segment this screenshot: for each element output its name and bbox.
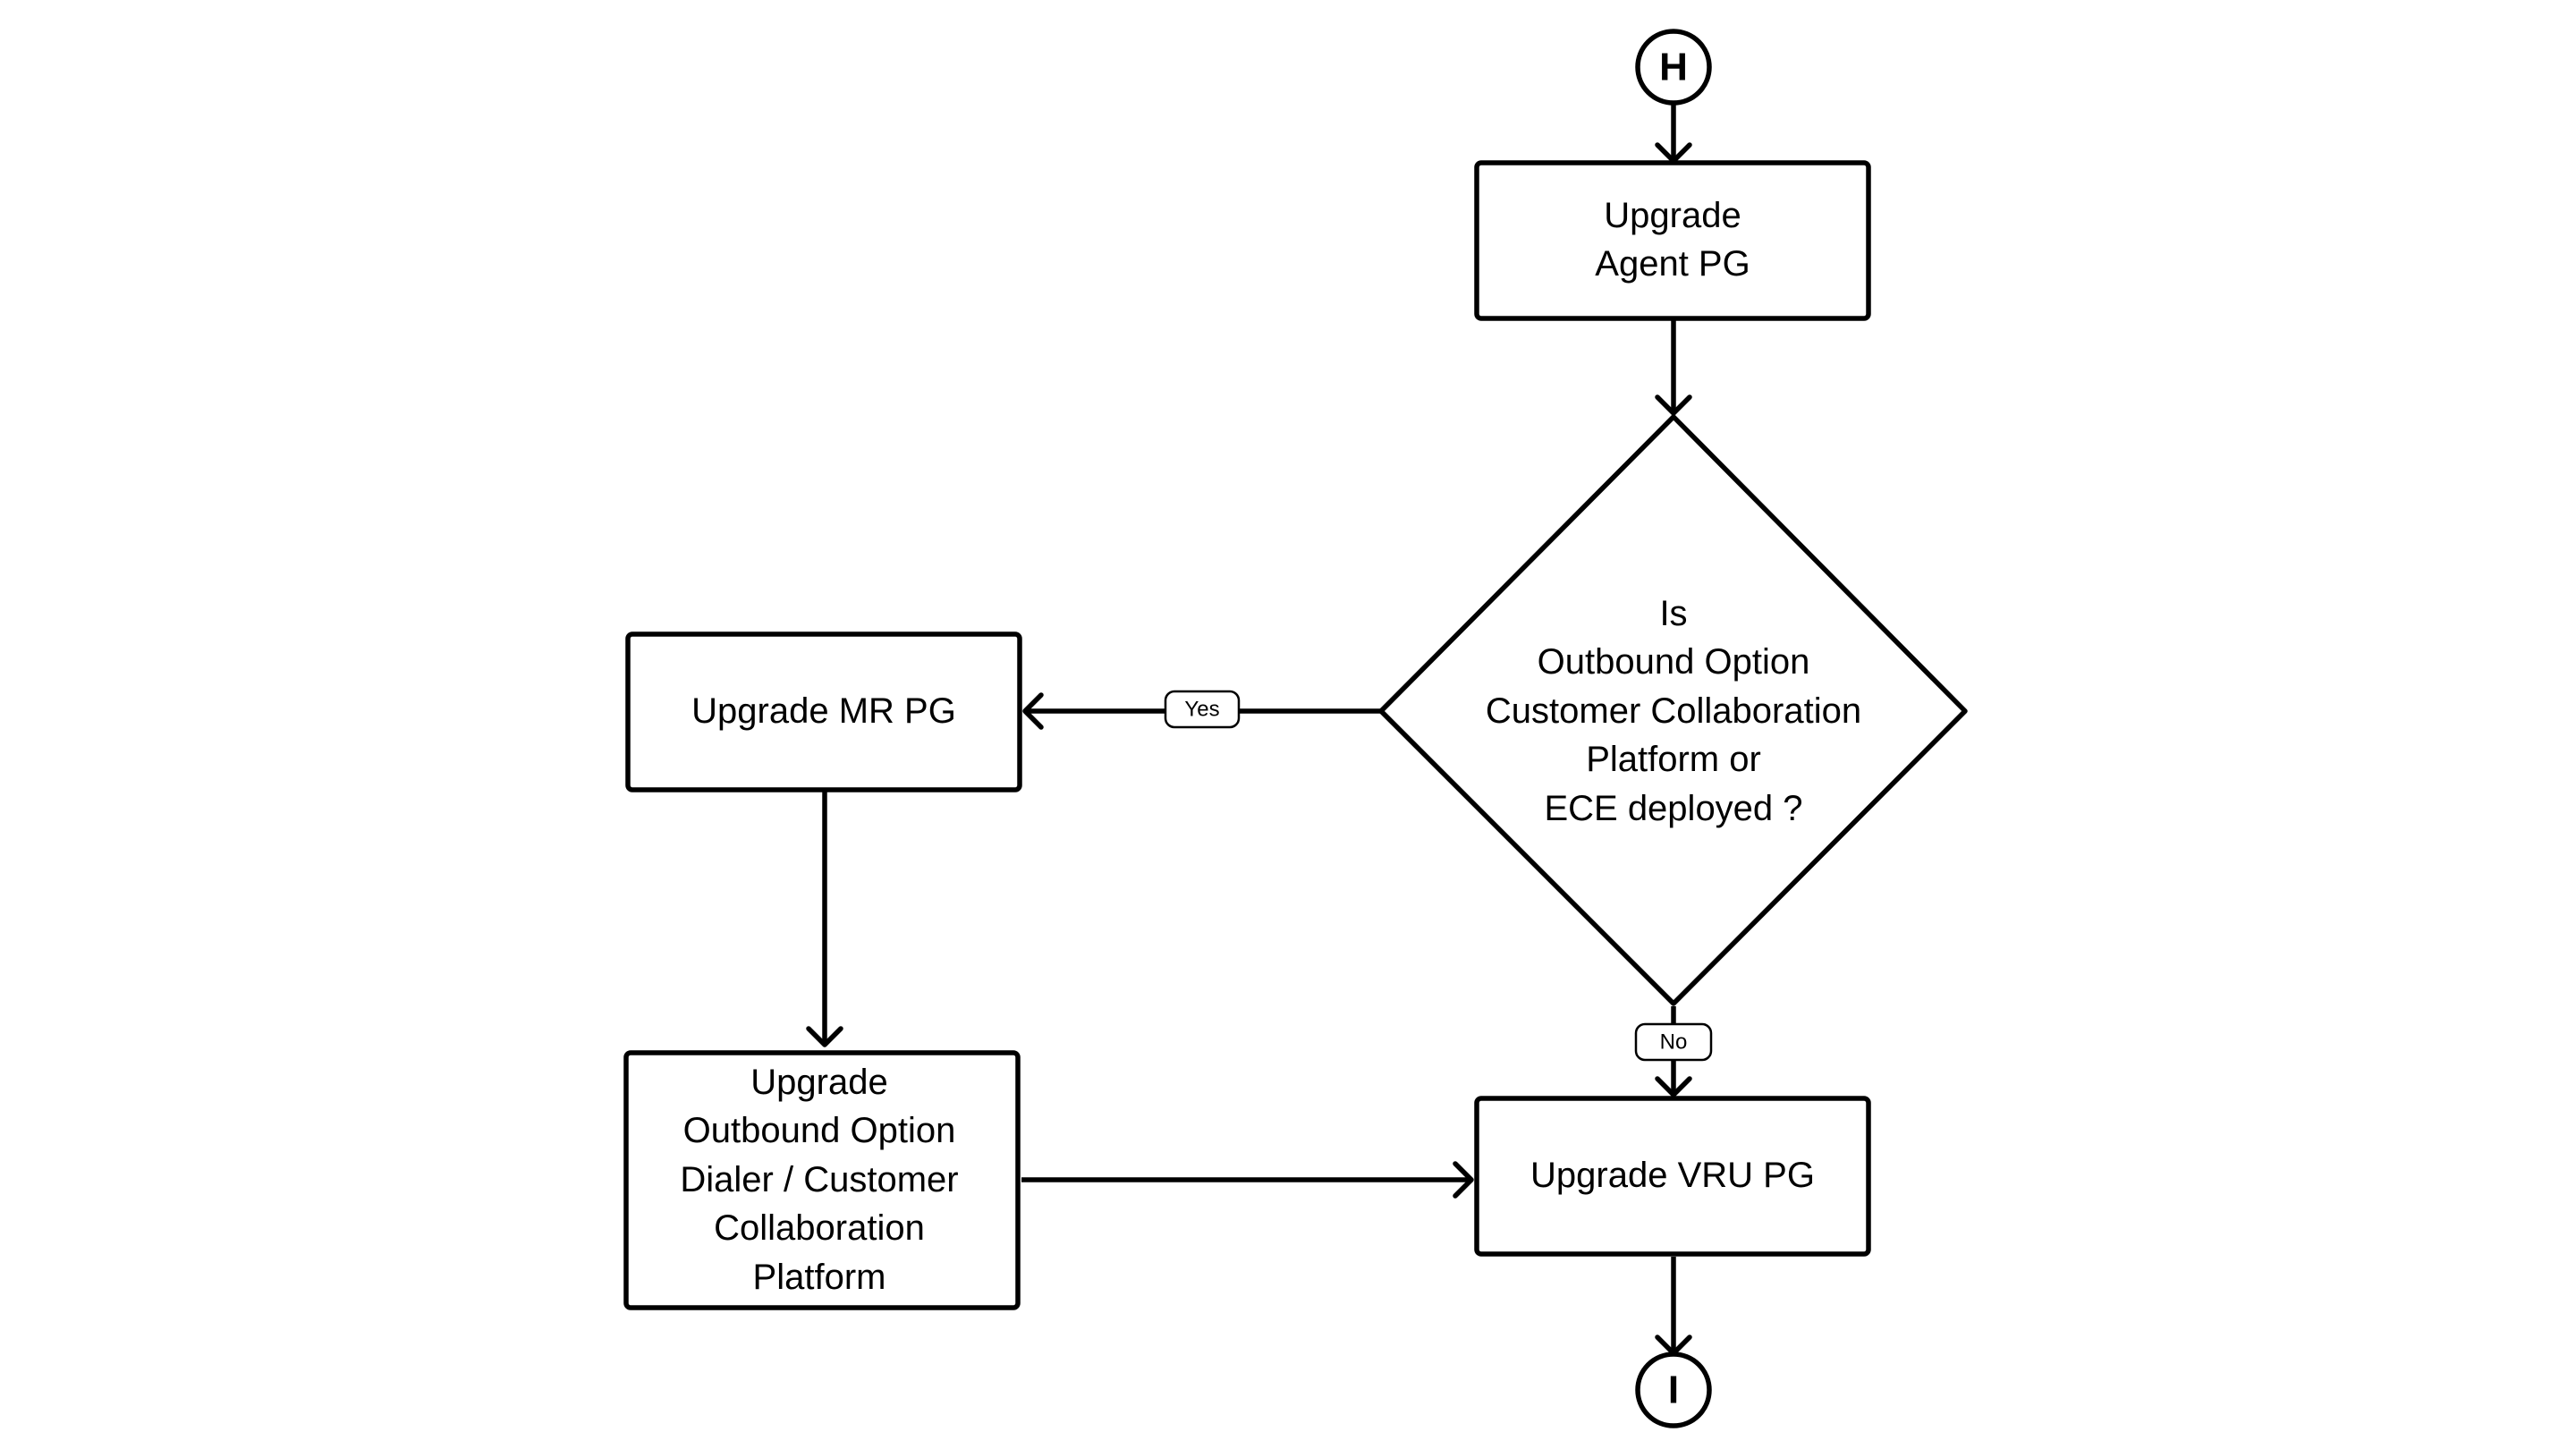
edge-label-yes-box [1164,690,1241,729]
node-upgrade-agent-pg-box [1474,160,1871,321]
node-decision-line-1: Is [1659,594,1687,633]
node-decision-line-4: Platform or [1586,740,1761,779]
node-decision-line-5: ECE deployed ? [1544,789,1802,828]
node-upgrade-mr-pg-box [625,631,1022,792]
node-upgrade-vru-pg-box [1474,1096,1871,1257]
edge-label-yes: Yes [1164,690,1241,729]
arrowhead-outbound [806,1026,843,1047]
node-upgrade-mr-pg: Upgrade MR PG [625,631,1022,792]
end-connector: I [1635,1352,1712,1428]
edge-label-no-box [1634,1022,1713,1062]
node-upgrade-outbound-line-3: Dialer / Customer [680,1160,958,1199]
node-decision-line-2: Outbound Option [1538,642,1810,682]
node-upgrade-outbound-box [623,1050,1021,1310]
node-upgrade-agent-pg: Upgrade Agent PG [1474,160,1871,321]
edge-label-no-text: No [1660,1030,1688,1055]
start-connector-label: H [1659,46,1688,89]
arrowhead-vru-pg-from-decision [1655,1076,1692,1097]
arrowhead-mr-pg [1022,692,1044,730]
node-upgrade-outbound-line-1: Upgrade [750,1063,887,1102]
end-connector-label: I [1668,1368,1679,1412]
node-upgrade-outbound-line-4: Collaboration [714,1208,925,1248]
arrowhead-decision [1655,394,1692,416]
end-connector-circle [1635,1352,1712,1428]
arrowhead-vru-pg-from-outbound [1453,1161,1474,1199]
node-decision: Is Outbound Option Customer Collaboratio… [1378,414,1968,1006]
node-upgrade-mr-pg-line-1: Upgrade MR PG [691,691,956,731]
node-upgrade-outbound: Upgrade Outbound Option Dialer / Custome… [623,1050,1021,1310]
node-upgrade-outbound-line-2: Outbound Option [683,1111,956,1150]
edge-label-no: No [1634,1022,1713,1062]
node-upgrade-vru-pg: Upgrade VRU PG [1474,1096,1871,1257]
node-upgrade-vru-pg-line-1: Upgrade VRU PG [1530,1156,1815,1195]
node-decision-line-3: Customer Collaboration [1486,691,1861,731]
edge-label-yes-text: Yes [1184,698,1219,722]
node-upgrade-outbound-line-5: Platform [753,1258,886,1297]
node-upgrade-agent-pg-line-1: Upgrade [1604,196,1741,235]
node-upgrade-agent-pg-line-2: Agent PG [1595,244,1750,284]
start-connector-circle [1635,29,1712,106]
node-decision-diamond [1378,414,1968,1006]
start-connector: H [1635,29,1712,106]
